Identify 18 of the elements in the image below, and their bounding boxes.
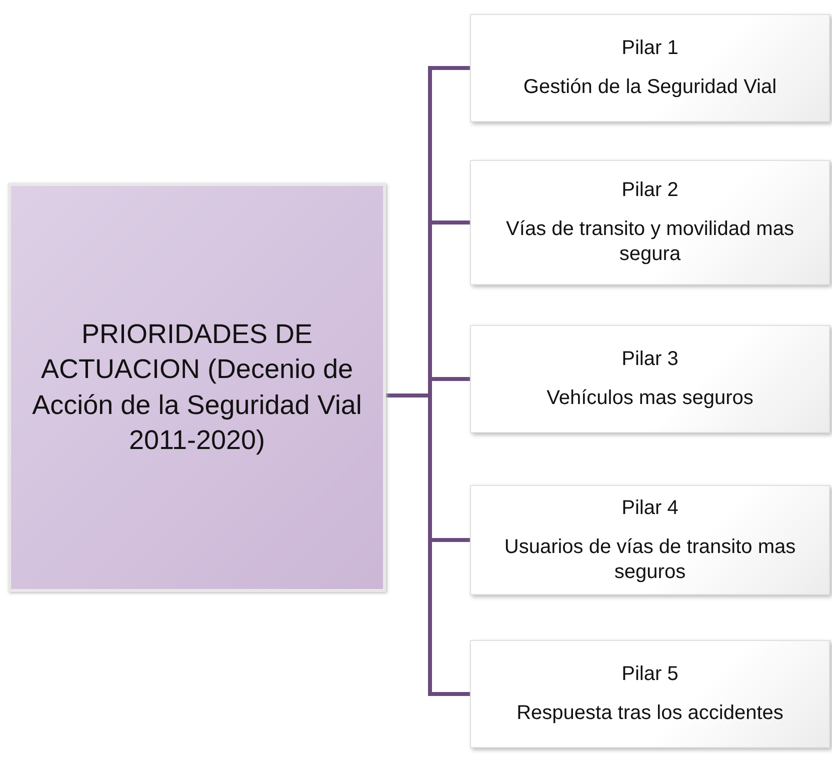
pillar-description: Vías de transito y movilidad mas segura: [505, 217, 795, 267]
pillar-number: Pilar 5: [622, 662, 678, 687]
pillar-number: Pilar 3: [622, 347, 678, 372]
pillar-box: [470, 325, 830, 433]
pillar-box: [470, 485, 830, 595]
pillar-number: Pilar 1: [622, 36, 678, 61]
root-box: [8, 183, 386, 592]
pillar-number: Pilar 4: [622, 496, 678, 520]
pillar-box: [470, 640, 830, 748]
pillar-description: Usuarios de vías de transito mas seguros: [503, 534, 797, 584]
pillar-description: Respuesta tras los accidentes: [516, 701, 784, 726]
pillar-description: Gestión de la Seguridad Vial: [523, 75, 777, 100]
pillar-description: Vehículos mas seguros: [546, 386, 754, 411]
connector-line: [386, 394, 470, 696]
pillar-number: Pilar 2: [622, 178, 678, 203]
root-title: PRIORIDADES DE ACTUACION (Decenio de Acción de la Seguridad Vial 2011-2020): [31, 318, 363, 457]
pillar-box: [470, 14, 830, 122]
pillar-box: [470, 160, 830, 285]
